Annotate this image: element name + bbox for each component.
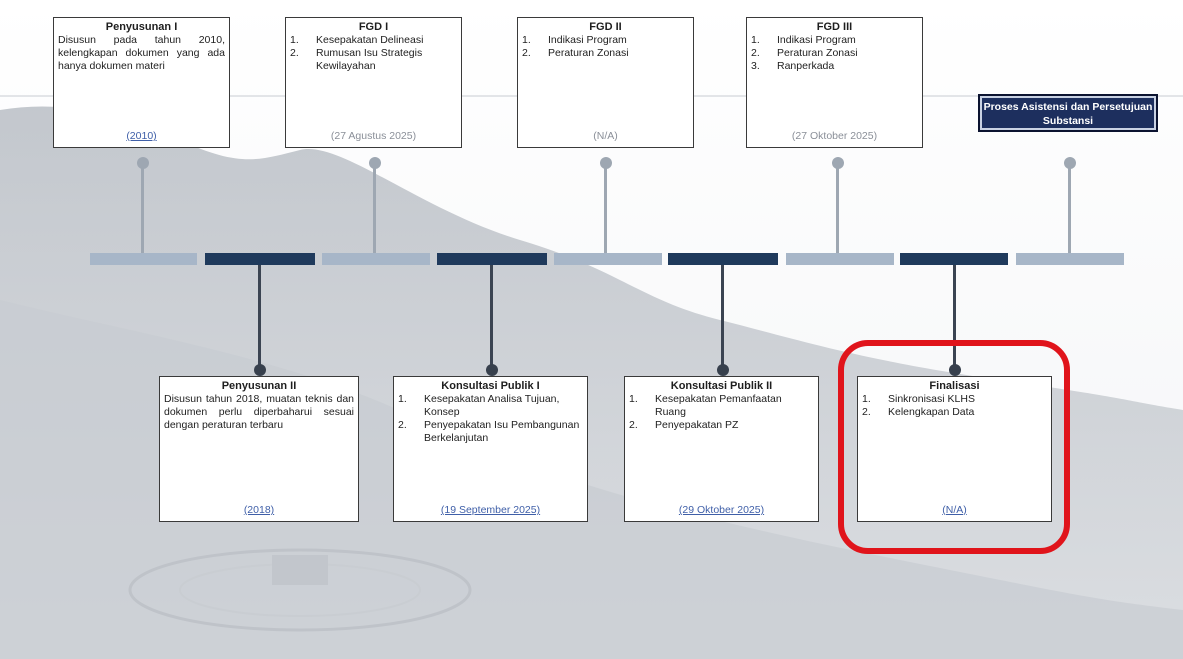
process-badge: Proses Asistensi dan Persetujuan Substan… [978, 94, 1158, 132]
milestone-title: FGD III [816, 21, 853, 33]
milestone-fgd-2: FGD II Indikasi Program Peraturan Zonasi… [517, 17, 694, 148]
connector-stem [258, 265, 261, 368]
milestone-title: Penyusunan I [105, 21, 178, 33]
list-item: Ranperkada [751, 60, 835, 73]
milestone-list: Indikasi Program Peraturan Zonasi Ranper… [751, 34, 918, 73]
milestone-date: (29 Oktober 2025) [678, 504, 765, 516]
list-item: Sinkronisasi KLHS [862, 393, 975, 406]
connector-stem [721, 265, 724, 368]
milestone-penyusunan-1: Penyusunan I Disusun pada tahun 2010, ke… [53, 17, 230, 148]
milestone-list: Kesepakatan Analisa Tujuan, Konsep Penye… [398, 393, 583, 445]
list-item: Kesepakatan Delineasi [290, 34, 424, 47]
milestone-list: Sinkronisasi KLHS Kelengkapan Data [862, 393, 1047, 419]
timeline-segment-4 [437, 253, 547, 265]
milestone-date: (19 September 2025) [440, 504, 541, 516]
list-item: Penyepakatan PZ [629, 419, 739, 432]
milestone-title: Konsultasi Publik I [441, 380, 540, 392]
connector-stem [604, 162, 607, 253]
milestone-list: Kesepakatan Pemanfaatan Ruang Penyepakat… [629, 393, 814, 432]
milestone-title: Konsultasi Publik II [670, 380, 773, 392]
list-item: Kelengkapan Data [862, 406, 975, 419]
milestone-date: (27 Agustus 2025) [330, 130, 417, 142]
connector-stem [373, 162, 376, 253]
timeline-segment-2 [205, 253, 315, 265]
milestone-fgd-1: FGD I Kesepakatan Delineasi Rumusan Isu … [285, 17, 462, 148]
connector-dot [486, 364, 498, 376]
list-item: Peraturan Zonasi [751, 47, 858, 60]
connector-dot [369, 157, 381, 169]
connector-dot [949, 364, 961, 376]
list-item: Kesepakatan Pemanfaatan Ruang [629, 393, 782, 418]
connector-stem [836, 162, 839, 253]
list-item: Indikasi Program [522, 34, 627, 47]
timeline-segment-9 [1016, 253, 1124, 265]
connector-dot [137, 157, 149, 169]
connector-dot [254, 364, 266, 376]
list-item: Penyepakatan Isu Pembangunan Berkelanjut… [398, 419, 580, 444]
milestone-title: FGD I [358, 21, 389, 33]
list-item: Indikasi Program [751, 34, 856, 47]
milestone-date: (N/A) [593, 130, 618, 142]
milestone-penyusunan-2: Penyusunan II Disusun tahun 2018, muatan… [159, 376, 359, 522]
connector-dot [717, 364, 729, 376]
milestone-title: Penyusunan II [221, 380, 297, 392]
milestone-description: Disusun tahun 2018, muatan teknis dan do… [164, 393, 354, 431]
list-item: Peraturan Zonasi [522, 47, 629, 60]
milestone-title: Finalisasi [929, 380, 980, 392]
list-item: Kesepakatan Analisa Tujuan, Konsep [398, 393, 560, 418]
timeline-segment-6 [668, 253, 778, 265]
connector-stem [953, 265, 956, 368]
timeline-segment-1 [90, 253, 197, 265]
milestone-date: (2018) [243, 504, 275, 516]
list-item: Rumusan Isu Strategis Kewilayahan [290, 47, 423, 72]
milestone-konsultasi-publik-2: Konsultasi Publik II Kesepakatan Pemanfa… [624, 376, 819, 522]
connector-stem [141, 162, 144, 253]
milestone-date: (27 Oktober 2025) [791, 130, 878, 142]
timeline-segment-5 [554, 253, 662, 265]
connector-dot [1064, 157, 1076, 169]
connector-dot [600, 157, 612, 169]
milestone-finalisasi: Finalisasi Sinkronisasi KLHS Kelengkapan… [857, 376, 1052, 522]
milestone-date: (N/A) [942, 504, 967, 516]
milestone-konsultasi-publik-1: Konsultasi Publik I Kesepakatan Analisa … [393, 376, 588, 522]
timeline-segment-8 [900, 253, 1008, 265]
milestone-list: Indikasi Program Peraturan Zonasi [522, 34, 689, 60]
connector-stem [490, 265, 493, 368]
timeline-segment-7 [786, 253, 894, 265]
milestone-fgd-3: FGD III Indikasi Program Peraturan Zonas… [746, 17, 923, 148]
connector-dot [832, 157, 844, 169]
milestone-list: Kesepakatan Delineasi Rumusan Isu Strate… [290, 34, 457, 73]
connector-stem [1068, 162, 1071, 253]
milestone-date: (2010) [126, 130, 157, 142]
milestone-title: FGD II [589, 21, 622, 33]
timeline-segment-3 [322, 253, 430, 265]
milestone-description: Disusun pada tahun 2010, kelengkapan dok… [58, 34, 225, 72]
